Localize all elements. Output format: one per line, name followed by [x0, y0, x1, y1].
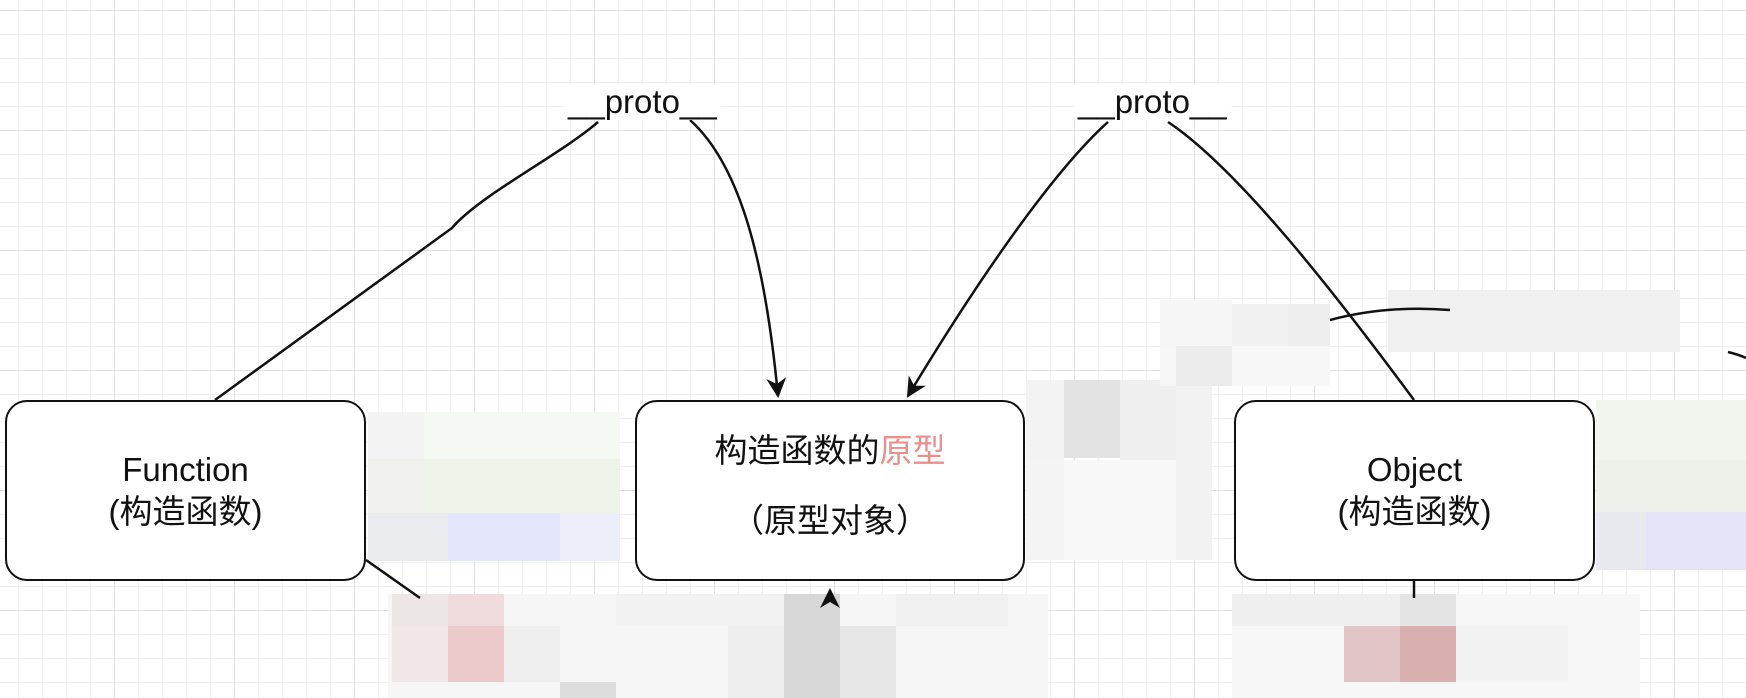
edge-label-proto-left: __proto__ — [564, 84, 721, 120]
node-prototype-title: 构造函数的原型 — [715, 430, 946, 472]
node-object-subtitle: (构造函数) — [1337, 492, 1492, 530]
edge-proto-to-prototype-arrow — [689, 119, 787, 398]
edge-object-to-proto-label — [1167, 120, 1416, 401]
edge-partial-top-right — [1329, 307, 1451, 322]
edge-partial-far-right — [1727, 350, 1746, 360]
node-object-name: Object — [1366, 450, 1463, 488]
node-prototype-subtitle: （原型对象） — [731, 502, 929, 539]
node-function[interactable]: Function (构造函数) — [5, 400, 366, 581]
edge-label-proto-right: __proto__ — [1074, 84, 1231, 120]
node-prototype[interactable]: 构造函数的原型 （原型对象） — [635, 400, 1025, 581]
node-prototype-title-prefix: 构造函数的 — [714, 432, 880, 469]
edge-function-to-proto-label — [214, 121, 599, 402]
node-object[interactable]: Object (构造函数) — [1234, 400, 1595, 581]
edge-partial-function-bottom — [365, 558, 421, 600]
node-function-subtitle: (构造函数) — [108, 492, 263, 530]
node-prototype-title-accent: 原型 — [879, 432, 946, 469]
edge-proto-to-prototype-arrow-right — [906, 121, 1109, 398]
node-function-name: Function — [122, 450, 249, 488]
